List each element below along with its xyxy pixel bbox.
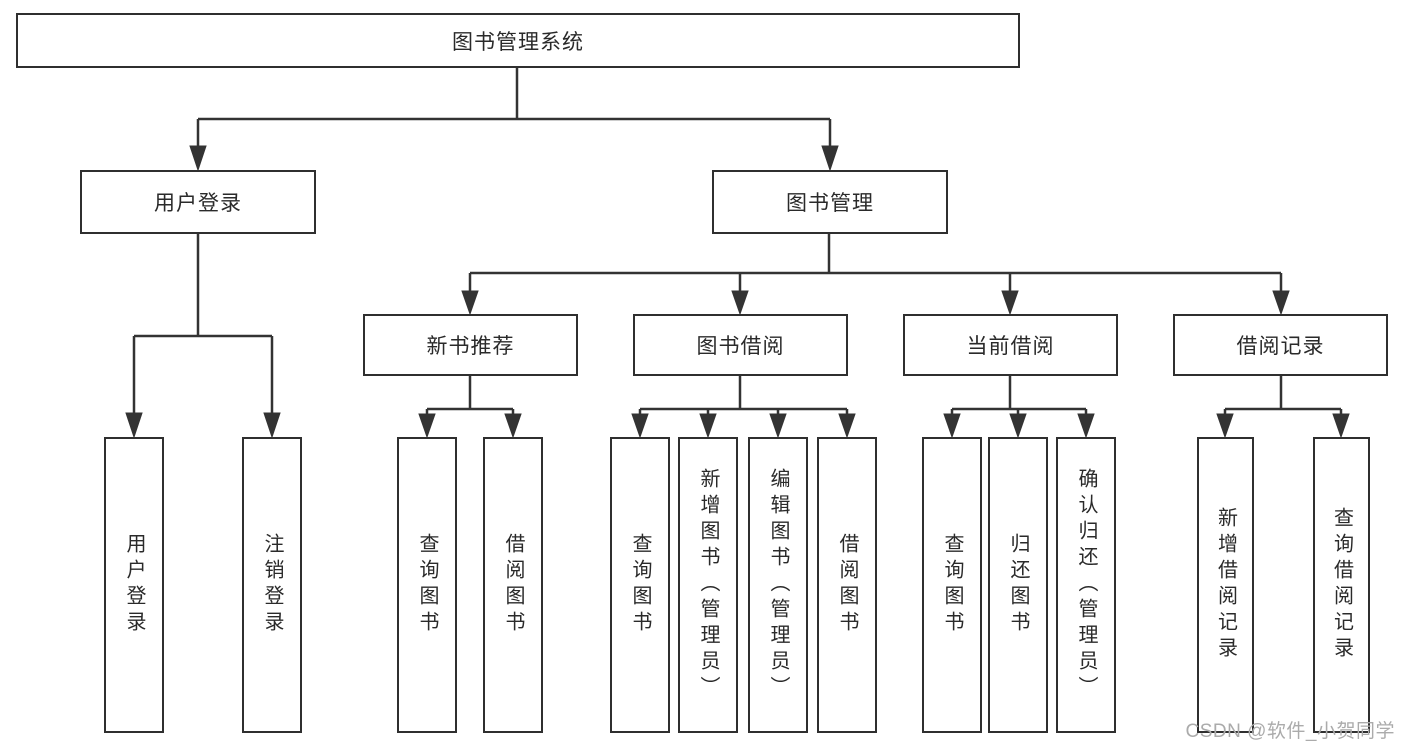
node-add-book-admin: 新增图书（管理员）	[678, 437, 738, 733]
watermark: CSDN @软件_小贺同学	[1185, 721, 1395, 742]
connector-root	[189, 68, 839, 172]
node-library-management-system: 图书管理系统	[16, 13, 1020, 68]
node-query-books-borrow: 查询图书	[610, 437, 670, 733]
node-book-borrow: 图书借阅	[633, 314, 848, 376]
node-borrow-books-leaf: 借阅图书	[817, 437, 877, 733]
node-confirm-return-admin: 确认归还（管理员）	[1056, 437, 1116, 733]
connector-book-management	[461, 234, 1290, 316]
connector-borrow-records	[1216, 376, 1350, 439]
node-book-management: 图书管理	[712, 170, 948, 234]
node-borrow-books-recommend: 借阅图书	[483, 437, 543, 733]
node-query-borrow-record: 查询借阅记录	[1313, 437, 1370, 733]
node-borrow-records: 借阅记录	[1173, 314, 1388, 376]
connector-book-borrow	[631, 376, 856, 439]
node-query-books-current: 查询图书	[922, 437, 982, 733]
node-edit-book-admin: 编辑图书（管理员）	[748, 437, 808, 733]
connector-new-book-recommend	[418, 376, 522, 439]
node-return-books: 归还图书	[988, 437, 1048, 733]
node-user-login-leaf: 用户登录	[104, 437, 164, 733]
node-user-login: 用户登录	[80, 170, 316, 234]
node-query-books-recommend: 查询图书	[397, 437, 457, 733]
node-current-borrow: 当前借阅	[903, 314, 1118, 376]
node-add-borrow-record: 新增借阅记录	[1197, 437, 1254, 733]
node-new-book-recommend: 新书推荐	[363, 314, 578, 376]
connector-user-login	[125, 234, 281, 439]
connector-current-borrow	[943, 376, 1095, 439]
node-logout-leaf: 注销登录	[242, 437, 302, 733]
